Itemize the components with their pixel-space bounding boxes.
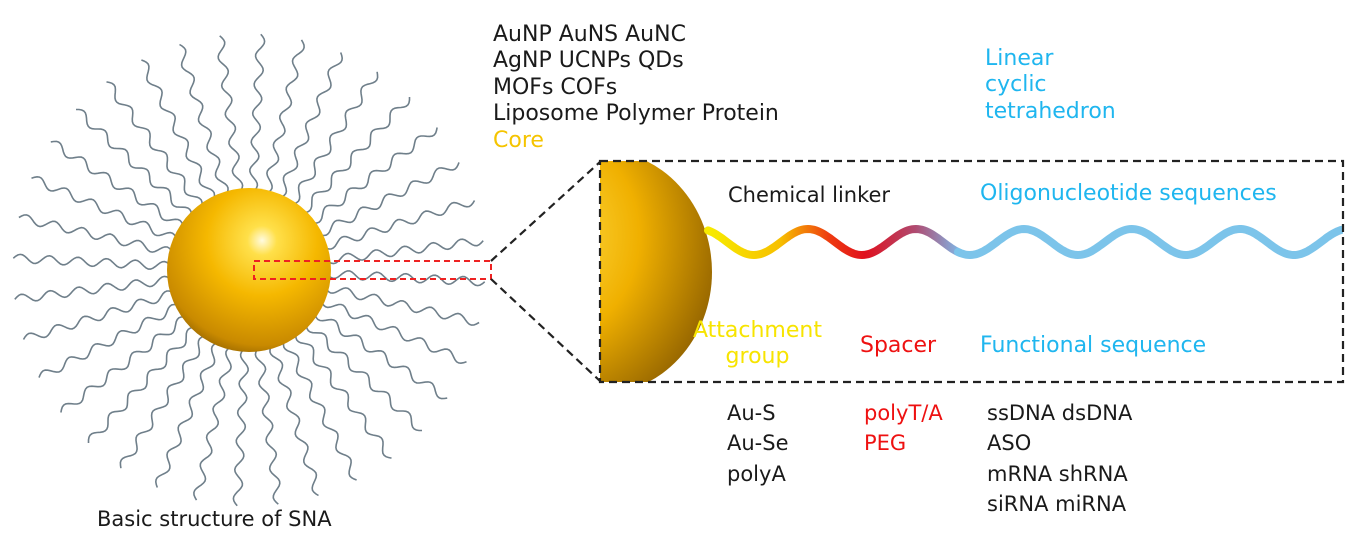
diagram-caption: Basic structure of SNA xyxy=(97,507,332,531)
dna-strand xyxy=(232,347,249,507)
dna-strand xyxy=(12,253,172,270)
dna-strand xyxy=(325,238,484,265)
functional-sequence-label: Functional sequence xyxy=(980,333,1207,358)
dna-strand xyxy=(254,346,281,505)
dna-strand xyxy=(87,326,196,443)
dna-strand xyxy=(326,270,486,287)
dna-strand xyxy=(320,299,467,365)
core-materials-line-2: AgNP UCNPs QDs xyxy=(493,48,684,74)
zoom-selection-box xyxy=(253,260,492,280)
dna-strand xyxy=(269,344,319,497)
oligo-shape-1: Linear xyxy=(985,46,1054,71)
attachment-example-1: Au-S xyxy=(727,401,776,425)
dna-strand xyxy=(295,332,392,459)
dna-strand xyxy=(106,81,203,208)
zoom-line-bottom xyxy=(490,278,601,382)
spacer-label: Spacer xyxy=(860,333,937,358)
dna-strand xyxy=(18,214,174,254)
core-label: Core xyxy=(493,127,544,153)
zoom-detail-box xyxy=(598,159,1345,384)
dna-strand xyxy=(22,290,175,340)
dna-strand xyxy=(50,140,185,228)
chemical-linker-label: Chemical linker xyxy=(728,183,891,207)
dna-strand xyxy=(119,334,207,469)
dna-strand xyxy=(31,175,178,241)
zoom-line-top xyxy=(490,161,601,262)
core-materials-line-3: MOFs COFs xyxy=(493,74,618,100)
attachment-example-2: Au-Se xyxy=(727,431,789,456)
dna-strand xyxy=(324,286,480,326)
dna-strand xyxy=(282,339,357,481)
attachment-examples-list: Au-S Au-Se polyA xyxy=(727,398,789,489)
dna-strand xyxy=(141,59,216,201)
oligonucleotide-strand xyxy=(954,224,1343,260)
core-materials-list: AuNP AuNS AuNC AgNP UCNPs QDs MOFs COFs … xyxy=(493,22,779,154)
functional-example-3: mRNA shRNA xyxy=(987,461,1128,486)
dna-strand xyxy=(179,43,229,196)
core-materials-line-4: Liposome Polymer Protein xyxy=(493,101,779,127)
functional-examples-list: ssDNA dsDNA ASO mRNA shRNA siRNA miRNA xyxy=(987,398,1132,520)
dna-strand xyxy=(14,275,173,302)
attachment-example-3: polyA xyxy=(727,461,786,486)
spacer-examples-list: polyT/A PEG xyxy=(864,398,943,459)
spacer-example-2: PEG xyxy=(864,431,907,456)
attachment-group-label: Attachment group xyxy=(680,318,835,371)
dna-strand xyxy=(318,162,460,237)
dna-strands xyxy=(12,33,486,507)
gold-nanoparticle-core xyxy=(167,188,331,352)
oligo-shape-2: cyclic xyxy=(985,72,1047,98)
functional-example-4: siRNA miRNA xyxy=(987,492,1127,517)
attachment-label-line-1: Attachment xyxy=(693,318,822,343)
chemical-linker-strand xyxy=(704,224,964,260)
functional-example-2: ASO xyxy=(987,431,1032,456)
spacer-example-1: polyT/A xyxy=(864,401,943,425)
dna-strand xyxy=(278,52,344,199)
dna-strand xyxy=(249,33,266,193)
dna-strand xyxy=(311,127,438,224)
core-materials-line-1: AuNP AuNS AuNC xyxy=(493,22,686,47)
dna-strand xyxy=(76,108,193,217)
dna-strand xyxy=(217,35,244,194)
dna-strand xyxy=(302,97,411,214)
oligo-shapes-list: Linear cyclic tetrahedron xyxy=(985,46,1116,125)
oligo-sequences-label: Oligonucleotide sequences xyxy=(980,181,1277,206)
dna-strand xyxy=(323,200,476,250)
core-hemisphere xyxy=(600,161,712,382)
dna-strand xyxy=(265,39,305,195)
dna-strand xyxy=(60,316,187,413)
dna-strand xyxy=(193,345,233,501)
dna-strand xyxy=(38,303,180,378)
dna-strand xyxy=(291,71,379,206)
functional-example-1: ssDNA dsDNA xyxy=(987,401,1133,425)
dna-strand xyxy=(305,323,422,432)
dna-strand xyxy=(154,341,220,488)
oligo-shape-3: tetrahedron xyxy=(985,98,1116,124)
attachment-label-line-2: group xyxy=(725,344,790,370)
dna-strand xyxy=(313,312,448,400)
